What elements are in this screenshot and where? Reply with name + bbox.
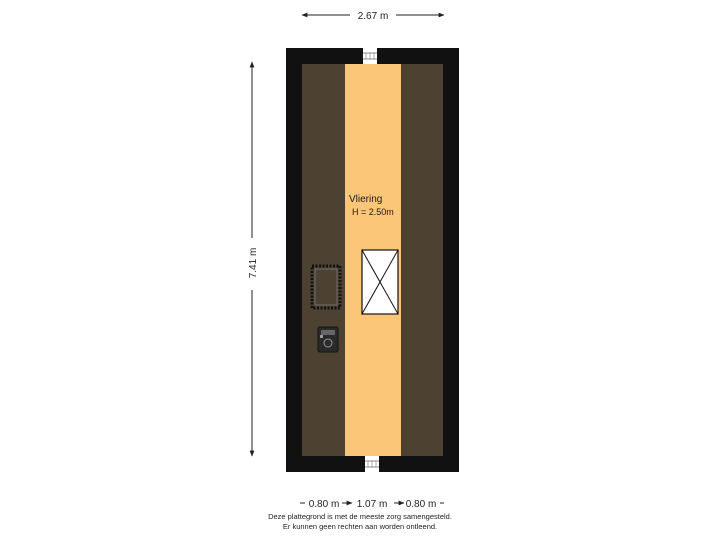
bottom-left-label: 0.80 m (309, 499, 340, 510)
bottom-mid-label: 1.07 m (357, 499, 388, 510)
height-dimension: 7.41 m (248, 61, 259, 457)
height-label: 7.41 m (248, 248, 259, 279)
width-dimension: 2.67 m (301, 11, 445, 22)
top-wall-opening (363, 48, 377, 64)
disclaimer-line-2: Er kunnen geen rechten aan worden ontlee… (282, 522, 438, 531)
disclaimer: Deze plattegrond is met de meeste zorg s… (0, 512, 720, 532)
roof-hatch-x-icon (361, 249, 399, 315)
boiler-icon (317, 326, 339, 353)
bottom-right-label: 0.80 m (406, 499, 437, 510)
disclaimer-line-1: Deze plattegrond is met de meeste zorg s… (268, 512, 452, 521)
skylight-icon (310, 264, 342, 310)
width-label: 2.67 m (358, 11, 389, 22)
bottom-wall-opening (365, 456, 379, 472)
room-name: Vliering (349, 194, 382, 205)
room-height: H = 2.50m (352, 207, 394, 217)
bottom-dimensions: 0.80 m 1.07 m 0.80 m (300, 499, 444, 510)
